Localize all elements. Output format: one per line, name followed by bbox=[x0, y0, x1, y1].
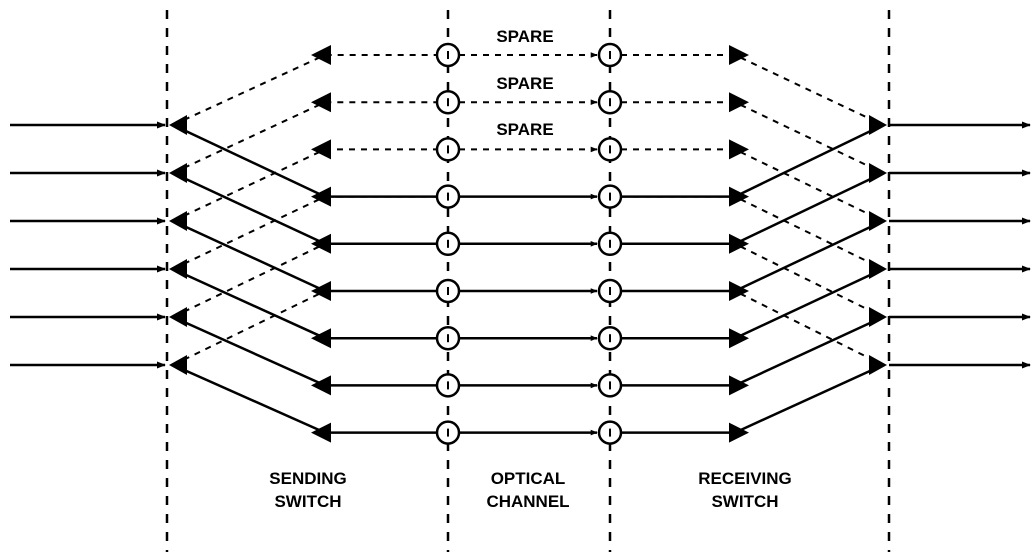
receiving-channel-switch-8 bbox=[729, 375, 749, 396]
receiving-output-switch-6 bbox=[869, 355, 887, 375]
sending-channel-switch-2 bbox=[311, 92, 331, 113]
sending-dashed-link-2 bbox=[172, 101, 437, 174]
receiving-dashed-link-5 bbox=[621, 242, 884, 318]
receiving-channel-switch-6 bbox=[729, 281, 749, 301]
spare-label-3: SPARE bbox=[496, 120, 553, 139]
sending-input-switch-4 bbox=[169, 259, 187, 279]
sending-switch-label-line2: SWITCH bbox=[274, 492, 341, 511]
sending-input-switch-5 bbox=[169, 307, 187, 327]
sending-channel-switch-6 bbox=[311, 281, 331, 301]
receiving-dashed-link-6 bbox=[621, 290, 884, 366]
sending-solid-link-2 bbox=[172, 171, 437, 246]
receiving-solid-link-4 bbox=[621, 267, 884, 340]
receiving-solid-link-1 bbox=[621, 123, 884, 198]
spare-label-2: SPARE bbox=[496, 74, 553, 93]
sending-dashed-link-3 bbox=[172, 148, 437, 222]
receiving-channel-switch-9 bbox=[729, 422, 749, 443]
optical-channel-label-line2: CHANNEL bbox=[486, 492, 569, 511]
sending-solid-link-3 bbox=[172, 219, 437, 293]
receiving-dashed-link-2 bbox=[621, 101, 884, 174]
receiving-channel-switch-4 bbox=[729, 186, 749, 207]
switch-node-group bbox=[169, 45, 887, 443]
sending-channel-switch-3 bbox=[311, 139, 331, 160]
spare-label-1: SPARE bbox=[496, 27, 553, 46]
sending-input-switch-1 bbox=[169, 115, 187, 135]
receiving-output-switch-5 bbox=[869, 307, 887, 327]
receiving-switch-label-line2: SWITCH bbox=[711, 492, 778, 511]
receiving-channel-switch-3 bbox=[729, 139, 749, 160]
receiving-dashed-link-1 bbox=[621, 54, 884, 126]
receiving-channel-switch-1 bbox=[729, 45, 749, 65]
receiving-solid-link-3 bbox=[621, 219, 884, 293]
sending-channel-switch-1 bbox=[311, 45, 331, 65]
receiving-output-switch-2 bbox=[869, 163, 887, 183]
sending-dashed-link-5 bbox=[172, 242, 437, 318]
sending-channel-switch-8 bbox=[311, 375, 331, 396]
sending-channel-switch-7 bbox=[311, 328, 331, 349]
receiving-output-switch-1 bbox=[869, 115, 887, 135]
receiving-switch-label-line1: RECEIVING bbox=[698, 469, 792, 488]
receiving-channel-switch-7 bbox=[729, 328, 749, 349]
sending-switch-label-line1: SENDING bbox=[269, 469, 346, 488]
sending-dashed-link-1 bbox=[172, 54, 437, 126]
sending-dashed-link-4 bbox=[172, 195, 437, 270]
optical-channel-label-line1: OPTICAL bbox=[491, 469, 566, 488]
sending-channel-switch-5 bbox=[311, 233, 331, 254]
sending-input-switch-2 bbox=[169, 163, 187, 183]
receiving-channel-switch-5 bbox=[729, 233, 749, 254]
sending-channel-switch-4 bbox=[311, 186, 331, 207]
receiving-output-switch-4 bbox=[869, 259, 887, 279]
receiving-output-switch-3 bbox=[869, 211, 887, 231]
io-line-group bbox=[10, 121, 1031, 369]
channel-node-group bbox=[435, 42, 623, 445]
sending-solid-link-1 bbox=[172, 123, 437, 198]
receiving-solid-link-5 bbox=[621, 315, 884, 387]
solid-link-group bbox=[172, 123, 884, 436]
receiving-solid-link-2 bbox=[621, 171, 884, 246]
sending-input-switch-6 bbox=[169, 355, 187, 375]
receiving-dashed-link-4 bbox=[621, 195, 884, 270]
receiving-channel-switch-2 bbox=[729, 92, 749, 113]
sending-channel-switch-9 bbox=[311, 422, 331, 443]
receiving-solid-link-6 bbox=[621, 363, 884, 434]
sending-solid-link-5 bbox=[172, 315, 437, 387]
sending-solid-link-4 bbox=[172, 267, 437, 340]
receiving-dashed-link-3 bbox=[621, 148, 884, 222]
sending-input-switch-3 bbox=[169, 211, 187, 231]
